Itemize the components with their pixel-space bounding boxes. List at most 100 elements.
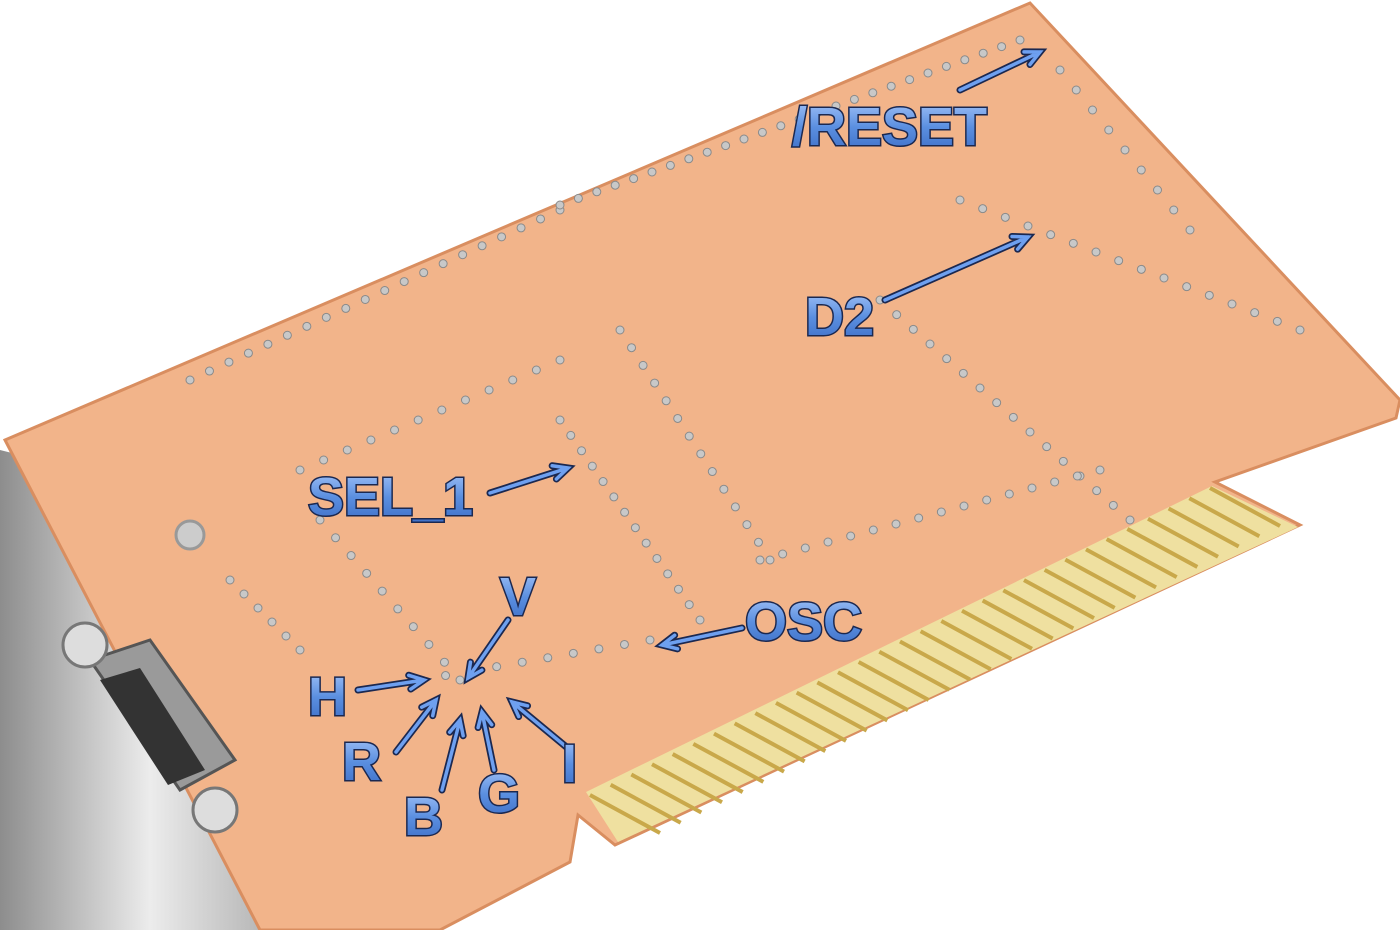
solder-pad — [438, 259, 448, 269]
solder-pad — [380, 286, 390, 296]
solder-pad — [849, 94, 859, 104]
gold-finger — [816, 680, 889, 723]
solder-pad — [609, 492, 619, 502]
label-h: H — [308, 667, 347, 727]
solder-pad — [941, 61, 951, 71]
arrow-h — [354, 671, 432, 694]
solder-pad — [243, 348, 253, 358]
solder-pad — [1153, 185, 1162, 195]
arrow-b — [438, 712, 467, 794]
solder-pad — [645, 635, 655, 645]
solder-pad — [594, 644, 604, 654]
solder-pad — [281, 631, 291, 641]
label-sel1: SEL_1 — [308, 467, 473, 527]
label-b: B — [404, 787, 443, 847]
solder-pad — [543, 653, 553, 663]
solder-pad — [665, 160, 675, 170]
arrow-g — [474, 704, 498, 774]
solder-pad — [424, 639, 434, 649]
solder-pad — [555, 355, 565, 365]
solder-pad — [800, 543, 810, 553]
gold-finger — [857, 660, 930, 702]
arrow-i — [505, 696, 574, 754]
solder-pad — [757, 127, 767, 137]
solder-pad — [555, 200, 565, 210]
solder-pad — [794, 114, 804, 124]
solder-pad — [960, 55, 970, 65]
solder-pad — [707, 467, 717, 477]
solder-pad — [823, 537, 833, 547]
gold-finger — [1147, 516, 1219, 559]
solder-pad — [620, 507, 630, 517]
solder-pad — [341, 303, 351, 313]
solder-pad — [460, 395, 470, 405]
gold-finger — [713, 731, 785, 774]
gold-finger — [692, 742, 765, 784]
solder-pad — [484, 385, 494, 395]
solder-pad — [455, 675, 465, 685]
solder-pad — [1159, 273, 1169, 283]
solder-pad — [627, 343, 637, 353]
solder-pad — [630, 523, 640, 533]
solder-pad — [204, 366, 214, 376]
solder-pad — [1025, 427, 1035, 437]
solder-pad — [942, 354, 952, 364]
solder-pad — [517, 657, 527, 667]
solder-pad — [568, 648, 578, 658]
arrow-v — [463, 616, 512, 685]
gold-finger — [589, 793, 661, 835]
solder-pad — [1004, 489, 1014, 499]
solder-pad — [1272, 316, 1282, 326]
solder-pad — [477, 241, 487, 251]
solder-pad — [516, 223, 526, 233]
label-osc: OSC — [745, 592, 862, 652]
solder-pad — [508, 375, 518, 385]
solder-pad — [975, 383, 985, 393]
solder-pad — [342, 445, 352, 455]
arrow-r — [392, 693, 441, 756]
solder-pad — [319, 455, 329, 465]
solder-pad — [868, 88, 878, 98]
solder-pad — [1055, 65, 1065, 75]
solder-pad — [393, 604, 403, 614]
solder-pad — [1008, 412, 1018, 422]
solder-pad — [1092, 486, 1102, 496]
solder-pad — [419, 268, 429, 278]
solder-pad — [366, 435, 376, 445]
solder-pad — [673, 413, 683, 423]
arrow-d2 — [881, 232, 1036, 304]
gold-finger — [919, 629, 992, 672]
solder-pad — [684, 154, 694, 164]
solder-pad — [638, 360, 648, 370]
solder-pad — [959, 501, 969, 511]
solder-pad — [755, 555, 765, 565]
label-g: G — [478, 764, 520, 824]
solder-pad — [778, 549, 788, 559]
label-v: V — [500, 567, 536, 627]
solder-pad — [439, 657, 449, 667]
solder-pad — [936, 507, 946, 517]
solder-pad — [650, 378, 660, 388]
solder-pad — [1120, 145, 1130, 155]
solder-pad — [958, 368, 968, 378]
solder-pad — [923, 68, 933, 78]
solder-pad — [362, 568, 372, 578]
solder-pad — [721, 141, 731, 151]
gold-finger — [754, 711, 827, 753]
solder-pad — [619, 639, 629, 649]
solder-pad — [239, 589, 249, 599]
solder-pad — [776, 121, 786, 131]
solder-pad — [1095, 465, 1105, 475]
solder-pad — [1071, 85, 1081, 95]
gold-finger — [899, 639, 971, 682]
solder-pad — [441, 671, 451, 681]
solder-pad — [295, 645, 305, 655]
solder-pad — [978, 204, 988, 214]
gold-fingers — [589, 486, 1281, 835]
gold-finger — [878, 649, 951, 692]
solder-pad — [1136, 165, 1146, 175]
solder-pad — [390, 425, 400, 435]
solder-pad — [753, 537, 763, 547]
solder-pad — [497, 232, 507, 242]
